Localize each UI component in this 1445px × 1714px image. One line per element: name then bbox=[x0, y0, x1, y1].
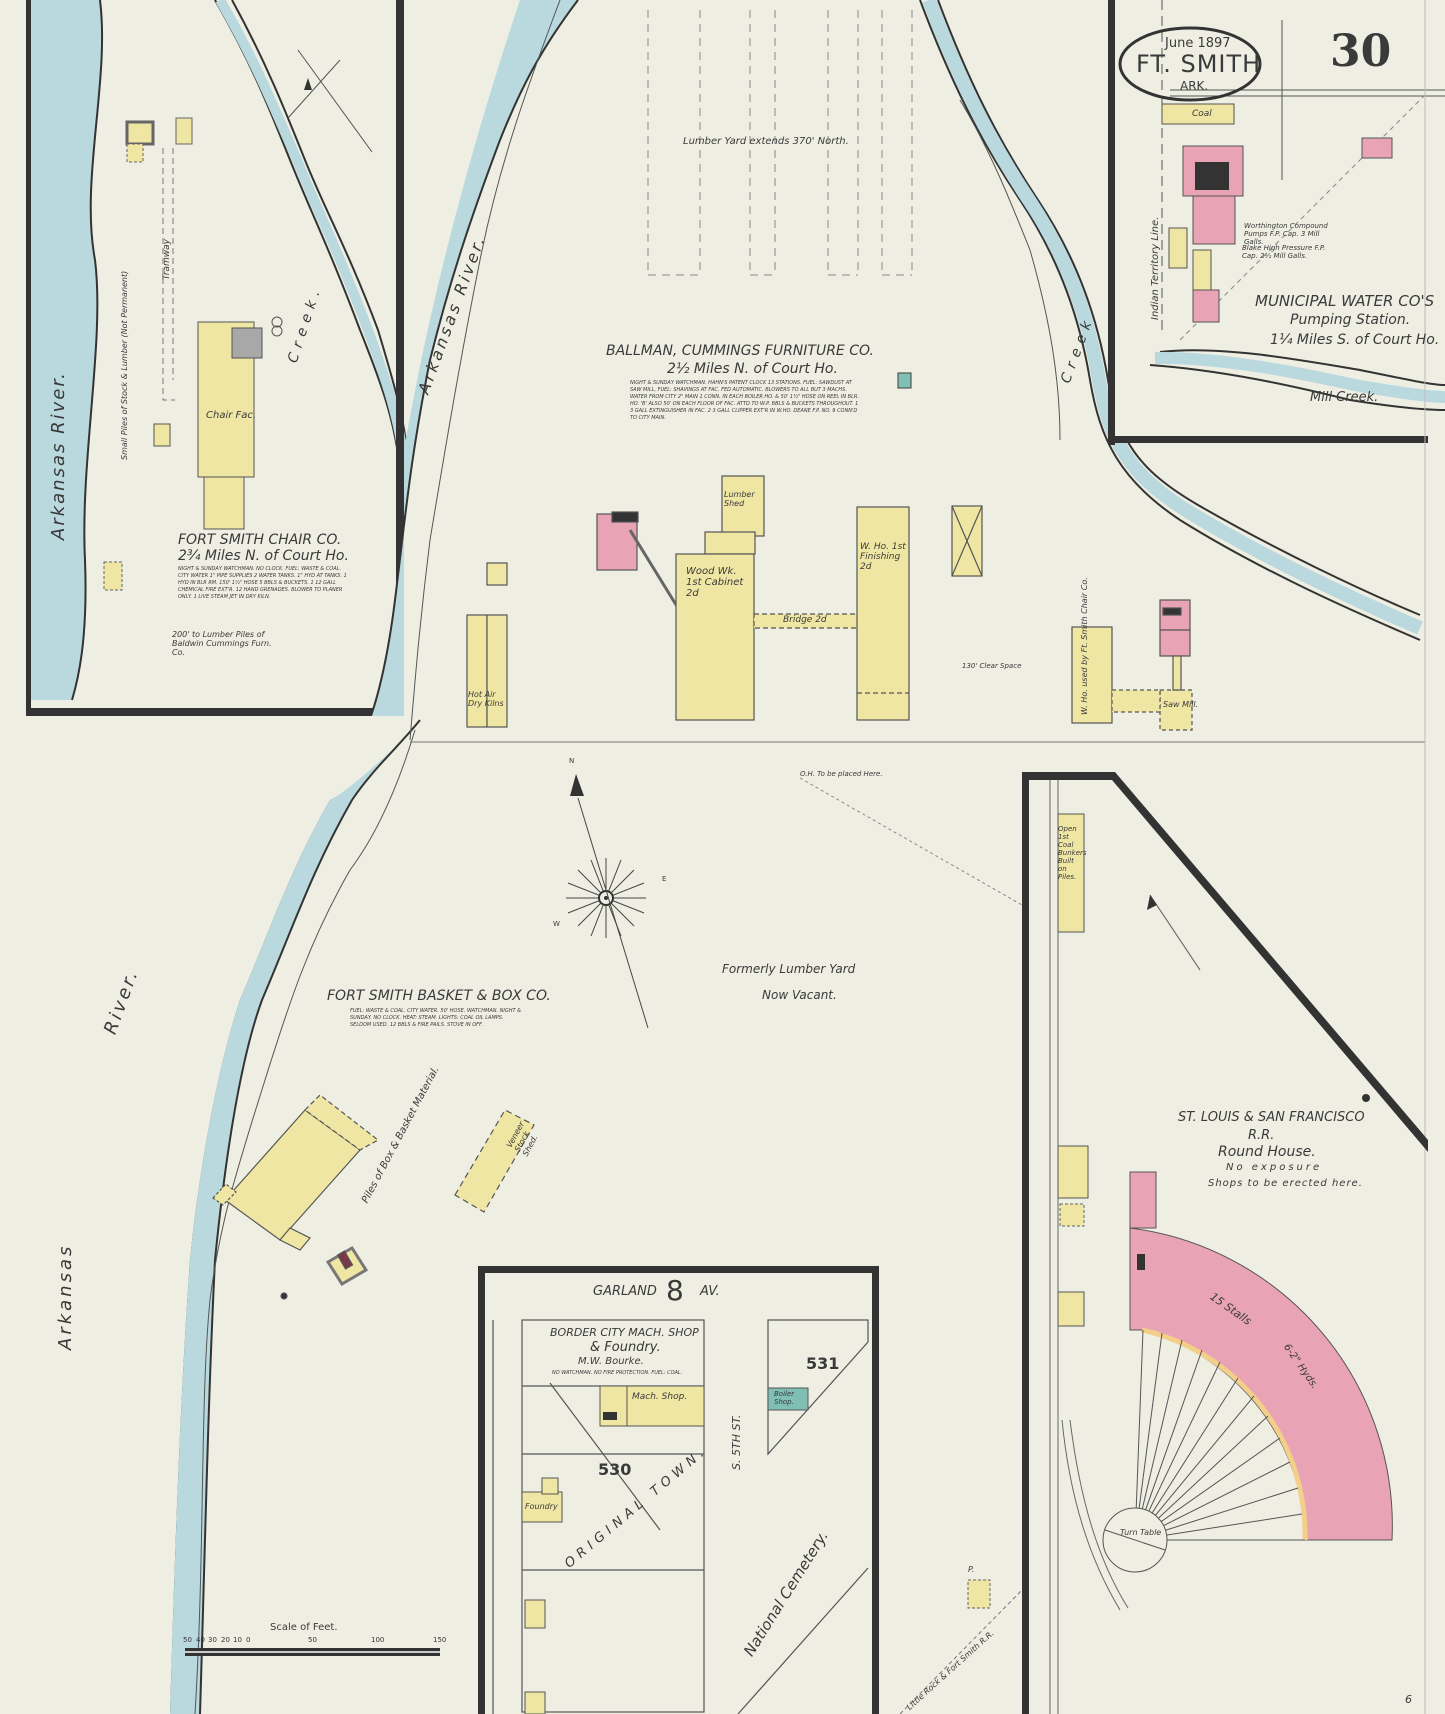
rr-title: ST. LOUIS & SAN FRANCISCO bbox=[1178, 1110, 1365, 1125]
block-street-suffix: AV. bbox=[700, 1284, 720, 1299]
sheet-state: ARK. bbox=[1180, 79, 1209, 93]
water-co-blake: Blake High Pressure F.P. Cap. 2½ Mill Ga… bbox=[1242, 244, 1326, 260]
scale-tick: 0 bbox=[246, 1636, 251, 1644]
chair-co-subtitle: 2¾ Miles N. of Court Ho. bbox=[178, 548, 349, 564]
chair-co-notes: NIGHT & SUNDAY WATCHMAN. NO CLOCK. FUEL:… bbox=[178, 566, 347, 600]
water-co-territory: Indian Territory Line. bbox=[1150, 216, 1161, 320]
rr-shops: Shops to be erected here. bbox=[1208, 1178, 1363, 1189]
scale-bar bbox=[185, 1648, 440, 1656]
compass-w: W bbox=[553, 920, 560, 928]
block-531: 531 bbox=[806, 1354, 840, 1373]
railroad-inset bbox=[1022, 772, 1428, 1714]
basket-co-buildings bbox=[212, 1094, 535, 1300]
sheet-date: June 1897 bbox=[1165, 36, 1231, 51]
water-co-distance: 1¼ Miles S. of Court Ho. bbox=[1270, 332, 1440, 348]
shop-owner: M.W. Bourke. bbox=[578, 1356, 644, 1367]
water-co-creek: Mill Creek. bbox=[1310, 390, 1379, 405]
compass-rose-icon bbox=[566, 774, 649, 1029]
hydrant-note: O.H. To be placed Here. bbox=[800, 770, 883, 778]
shop-notes: NO WATCHMAN. NO FIRE PROTECTION. FUEL: C… bbox=[552, 1370, 683, 1376]
block-530: 530 bbox=[598, 1460, 632, 1479]
dry-kiln-label: Hot Air Dry Kilns bbox=[468, 690, 504, 708]
block-number: 8 bbox=[666, 1274, 684, 1307]
scale-tick: 10 bbox=[233, 1636, 242, 1644]
furniture-co-buildings bbox=[466, 372, 1193, 731]
inset-border bbox=[396, 0, 404, 715]
chair-co-factory-label: Chair Fac. bbox=[206, 410, 257, 421]
foundry-label: Foundry bbox=[525, 1502, 558, 1511]
lumber-shed-label: Lumber Shed bbox=[724, 490, 755, 508]
lumber-yard-label: Lumber Yard extends 370' North. bbox=[683, 136, 849, 147]
furniture-co-subtitle: 2½ Miles N. of Court Ho. bbox=[667, 361, 838, 377]
compass-e: E bbox=[662, 875, 667, 883]
sheet-number: 30 bbox=[1330, 26, 1392, 77]
furniture-co-notes: NIGHT & SUNDAY WATCHMAN. HAHN'S PATENT C… bbox=[630, 380, 859, 421]
scale-tick: 20 bbox=[221, 1636, 230, 1644]
sawmill-label: Saw Mill. bbox=[1163, 700, 1199, 709]
dry-kiln bbox=[125, 120, 155, 146]
scale-tick: 100 bbox=[371, 1636, 385, 1644]
river-label-arkansas: Arkansas bbox=[55, 1243, 76, 1350]
block-street: GARLAND bbox=[593, 1284, 657, 1299]
title-cartouche bbox=[1118, 26, 1262, 102]
rr-rr: R.R. bbox=[1248, 1128, 1275, 1143]
sheet-city: FT. SMITH bbox=[1136, 50, 1262, 78]
boiler-shop-label: Boiler Shop. bbox=[774, 1390, 795, 1406]
vacant-line1: Formerly Lumber Yard bbox=[722, 962, 856, 976]
water-co-title: MUNICIPAL WATER CO'S bbox=[1255, 292, 1435, 310]
water-co-pumps: Worthington Compound Pumps F.P. Cap. 3 M… bbox=[1244, 222, 1328, 246]
chair-co-title: FORT SMITH CHAIR CO. bbox=[178, 532, 342, 548]
furniture-co-title: BALLMAN, CUMMINGS FURNITURE CO. bbox=[606, 343, 874, 359]
water-co-coal: Coal bbox=[1192, 109, 1212, 119]
rr-exposure: No exposure bbox=[1226, 1162, 1323, 1173]
sawmill-warehouse-label: W. Ho. used by Ft. Smith Chair Co. bbox=[1080, 577, 1089, 715]
bldg-c-label: Wood Wk. 1st Cabinet 2d bbox=[686, 566, 744, 599]
rr-coal-bunkers: Open 1st Coal Bunkers Built on Piles. bbox=[1058, 825, 1087, 881]
basket-co-title: FORT SMITH BASKET & BOX CO. bbox=[327, 988, 551, 1004]
clear-space-label: 130' Clear Space bbox=[962, 662, 1022, 670]
scale-tick: 40 bbox=[196, 1636, 205, 1644]
chair-co-river: Arkansas River. bbox=[48, 371, 69, 540]
north-arrow-inset-icon bbox=[304, 78, 312, 90]
misc-p-label: P. bbox=[968, 1565, 975, 1574]
water-co-subtitle: Pumping Station. bbox=[1290, 312, 1411, 328]
scale-tick: 50 bbox=[308, 1636, 317, 1644]
basket-co-notes: FUEL: WASTE & COAL. CITY WATER. 50' HOSE… bbox=[350, 1008, 522, 1028]
arkansas-river-main bbox=[30, 0, 579, 1714]
scale-tick: 150 bbox=[433, 1636, 447, 1644]
scale-tick: 50 bbox=[183, 1636, 192, 1644]
rr-name: Round House. bbox=[1218, 1144, 1316, 1160]
bridge-label: Bridge 2d bbox=[783, 615, 827, 625]
chair-co-piles: Small Piles of Stock & Lumber (Not Perma… bbox=[120, 270, 129, 460]
chair-co-tramway: Tramway bbox=[162, 239, 172, 280]
side-street-label: S. 5TH ST. bbox=[730, 1414, 743, 1470]
shop-title: BORDER CITY MACH. SHOP bbox=[550, 1326, 699, 1339]
inset-water-co bbox=[1108, 0, 1445, 445]
chair-co-lumber-piles: 200' to Lumber Piles of Baldwin Cummings… bbox=[172, 630, 272, 657]
creek-main bbox=[919, 0, 1423, 641]
rr-turntable: Turn Table bbox=[1120, 1528, 1162, 1537]
lumber-yard-lines bbox=[647, 10, 913, 276]
scale-tick: 30 bbox=[208, 1636, 217, 1644]
shop-sub: & Foundry. bbox=[590, 1340, 661, 1355]
bldg-d-label: W. Ho. 1st Finishing 2d bbox=[860, 542, 906, 572]
block-8-inset bbox=[478, 1266, 879, 1714]
inset-chair-co bbox=[26, 0, 409, 716]
mach-shop-label: Mach. Shop. bbox=[632, 1392, 688, 1402]
scale-title: Scale of Feet. bbox=[270, 1622, 338, 1633]
corner-mark: 6 bbox=[1405, 1693, 1412, 1706]
compass-n: N bbox=[569, 757, 575, 765]
vacant-line2: Now Vacant. bbox=[762, 988, 837, 1002]
